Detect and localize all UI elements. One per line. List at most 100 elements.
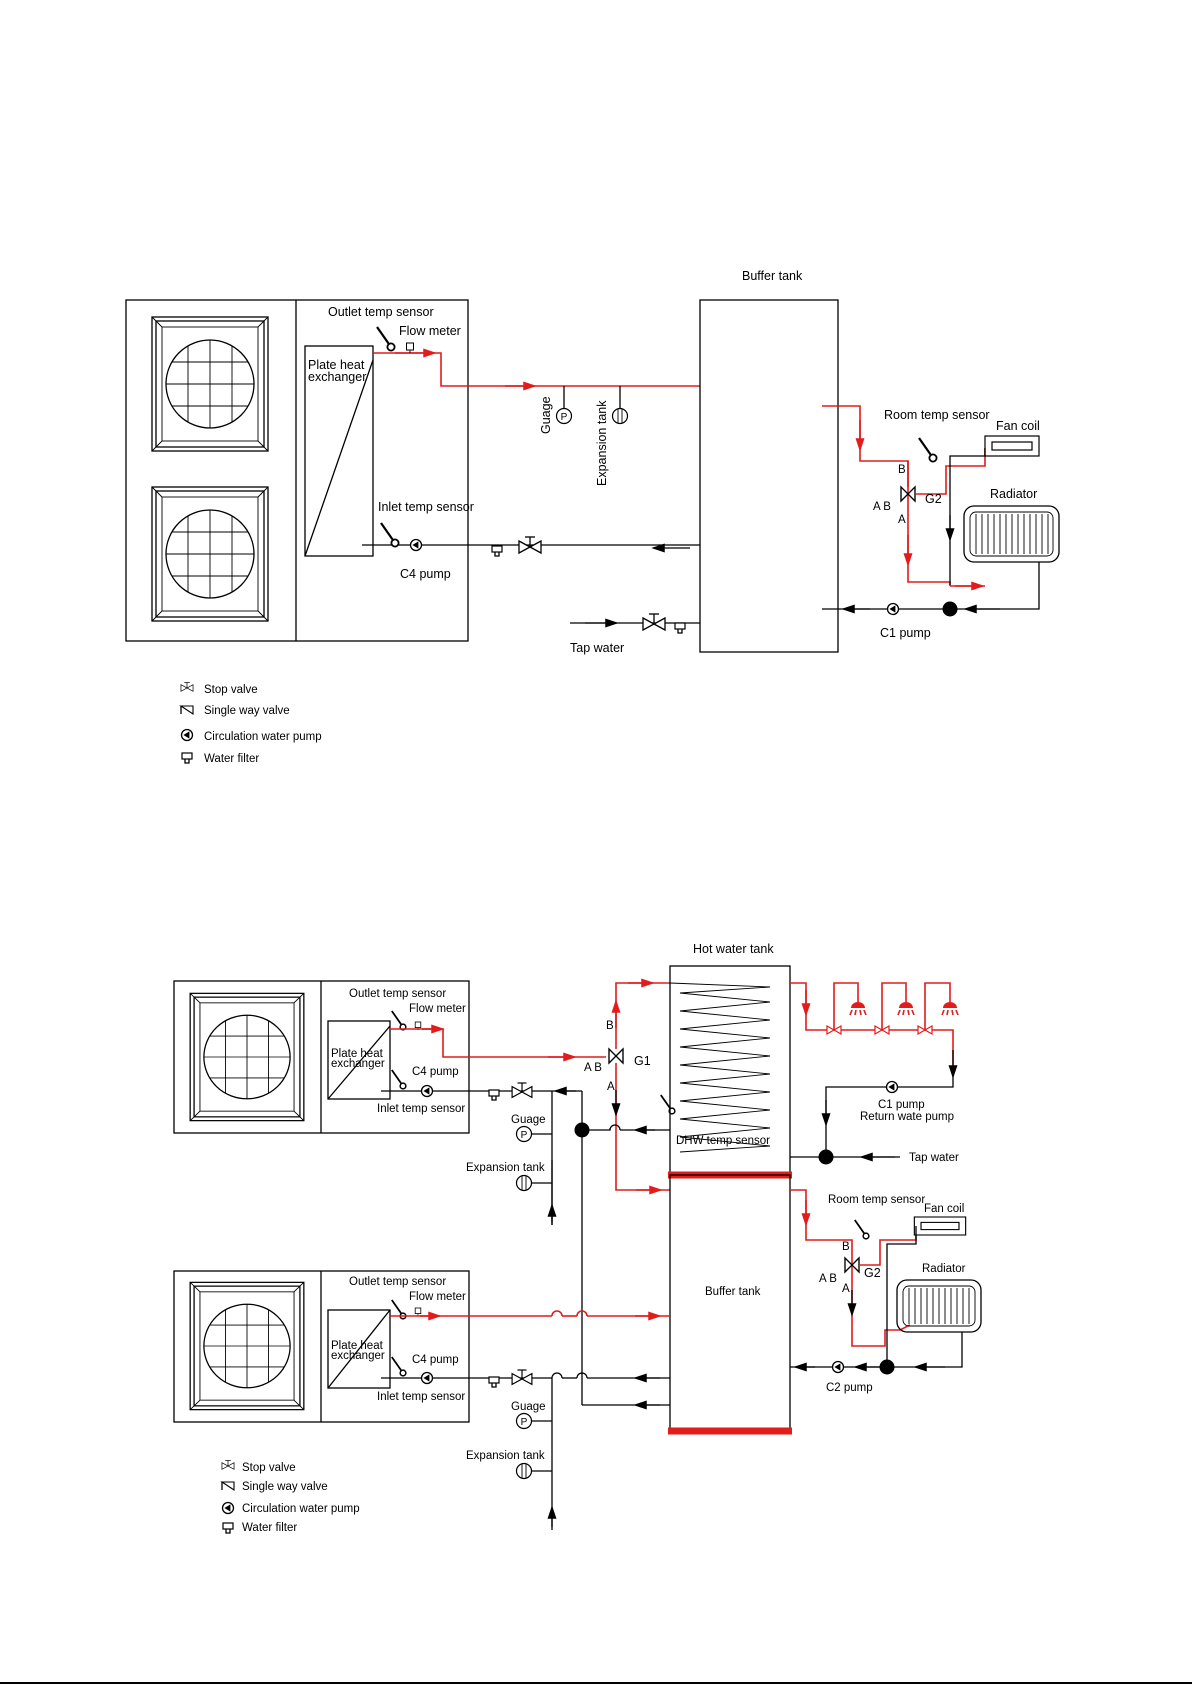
label-g1-a: A	[607, 1081, 615, 1093]
water-filter-icon	[488, 1089, 500, 1101]
stop-valve-icon	[511, 1082, 533, 1098]
mixing-valve-icon	[917, 1022, 933, 1035]
radiator-icon	[963, 505, 1060, 563]
label-hot-water-tank: Hot water tank	[693, 942, 774, 956]
mixing-valve-icon	[874, 1022, 890, 1035]
expansion-tank-icon	[611, 407, 629, 425]
label-c1-pump-2: C1 pump	[878, 1099, 925, 1111]
water-filter-icon	[488, 1376, 500, 1388]
label-g2-a: A	[898, 514, 906, 526]
label-flow-meter-top: Flow meter	[409, 1003, 466, 1015]
label-plate-heat-bottom: Plate heat	[331, 1340, 384, 1352]
stop-valve-icon	[518, 536, 542, 554]
thermometer-sensor-icon	[659, 1094, 676, 1115]
circulation-pump-icon	[885, 1080, 899, 1094]
label-fan-coil-2: Fan coil	[924, 1203, 964, 1215]
single-way-valve-icon	[180, 705, 194, 715]
stop-valve-icon	[642, 613, 666, 631]
stop-valve-icon	[180, 682, 194, 692]
label-exchanger-top: exchanger	[331, 1058, 385, 1070]
label-inlet-temp-sensor-top: Inlet temp sensor	[377, 1103, 465, 1115]
label-plate-heat-top: Plate heat	[331, 1048, 384, 1060]
label-plate-heat: Plate heat	[308, 358, 365, 372]
label-g1-ab: A B	[584, 1062, 602, 1074]
label-outlet-temp-sensor: Outlet temp sensor	[328, 305, 434, 319]
label-guage-top: Guage	[511, 1114, 546, 1126]
buffer-tank	[699, 299, 839, 653]
flow-meter-icon	[414, 1307, 422, 1317]
outdoor-unit	[125, 299, 469, 642]
label-inlet-temp-sensor: Inlet temp sensor	[378, 500, 474, 514]
expansion-tank-icon	[515, 1462, 533, 1480]
fan-icon	[189, 992, 305, 1122]
radiator-icon	[896, 1279, 982, 1333]
legend-circulation-pump: Circulation water pump	[204, 731, 322, 743]
label-g2-b: B	[898, 464, 906, 476]
water-filter-icon	[181, 752, 193, 764]
pressure-gauge-icon	[515, 1412, 533, 1430]
junction-dot	[879, 1359, 895, 1375]
junction-dot	[942, 601, 958, 617]
label-g2-2: G2	[864, 1266, 881, 1280]
circulation-pump-icon	[886, 602, 900, 616]
fan-icon	[189, 1281, 305, 1411]
legend-2: Stop valve Single way valve Circulation …	[221, 1460, 360, 1534]
thermometer-sensor-icon	[390, 1356, 407, 1377]
three-way-valve-icon	[608, 1048, 624, 1064]
label-guage: Guage	[539, 396, 553, 434]
label-expansion-tank-bottom: Expansion tank	[466, 1450, 545, 1462]
label-g2-ab: A B	[873, 501, 891, 513]
label-g2: G2	[925, 492, 942, 506]
label-c4-pump-bottom: C4 pump	[412, 1354, 459, 1366]
label-fan-coil: Fan coil	[996, 419, 1040, 433]
label-room-temp-sensor-2: Room temp sensor	[828, 1194, 925, 1206]
label-exchanger-bottom: exchanger	[331, 1350, 385, 1362]
thermometer-sensor-icon	[917, 436, 938, 463]
label-outlet-temp-sensor-bottom: Outlet temp sensor	[349, 1276, 446, 1288]
circulation-pump-icon	[420, 1371, 434, 1385]
fan-coil-icon	[984, 435, 1040, 457]
label-tap-water-2: Tap water	[909, 1152, 959, 1164]
legend-circulation-pump-2: Circulation water pump	[242, 1503, 360, 1515]
fan-icon	[151, 316, 269, 452]
label-outlet-temp-sensor-top: Outlet temp sensor	[349, 988, 446, 1000]
label-inlet-temp-sensor-bottom: Inlet temp sensor	[377, 1391, 465, 1403]
thermometer-sensor-icon	[390, 1010, 407, 1031]
label-c4-pump: C4 pump	[400, 567, 451, 581]
plate-heat-exchanger-bottom	[327, 1309, 391, 1389]
circulation-pump-icon	[831, 1360, 845, 1374]
label-flow-meter: Flow meter	[399, 324, 461, 338]
fan-icon	[151, 486, 269, 622]
label-buffer-tank: Buffer tank	[742, 269, 803, 283]
shower-icon	[849, 991, 867, 1016]
junction-dot	[818, 1149, 834, 1165]
thermometer-sensor-icon	[379, 521, 400, 548]
label-c1-pump: C1 pump	[880, 626, 931, 640]
buffer-tank-2	[669, 1174, 791, 1432]
diagram-2: Hot water tank Plate heat exchanger Outl…	[173, 942, 982, 1530]
label-radiator: Radiator	[990, 487, 1037, 501]
water-filter-icon	[674, 622, 686, 634]
legend-stop-valve-2: Stop valve	[242, 1462, 296, 1474]
circulation-pump-icon	[409, 538, 423, 552]
label-room-temp-sensor: Room temp sensor	[884, 408, 990, 422]
legend-water-filter: Water filter	[204, 753, 259, 765]
label-g2-ab-2: A B	[819, 1273, 837, 1285]
label-tap-water: Tap water	[570, 641, 624, 655]
plate-heat-exchanger-top	[327, 1020, 391, 1100]
label-c4-pump-top: C4 pump	[412, 1066, 459, 1078]
label-expansion-tank-top: Expansion tank	[466, 1162, 545, 1174]
legend-single-way-valve-2: Single way valve	[242, 1481, 328, 1493]
pressure-gauge-icon	[515, 1125, 533, 1143]
label-exchanger: exchanger	[308, 370, 366, 384]
plate-heat-exchanger	[304, 345, 374, 557]
shower-icon	[941, 991, 959, 1016]
label-g1: G1	[634, 1054, 651, 1068]
flow-meter-icon	[406, 342, 414, 354]
thermometer-sensor-icon	[375, 325, 396, 352]
circulation-pump-icon	[420, 1084, 434, 1098]
label-guage-bottom: Guage	[511, 1401, 546, 1413]
diagram-1: Plate heat exchanger Outlet temp sensor …	[125, 269, 1060, 655]
label-g1-b: B	[606, 1020, 614, 1032]
